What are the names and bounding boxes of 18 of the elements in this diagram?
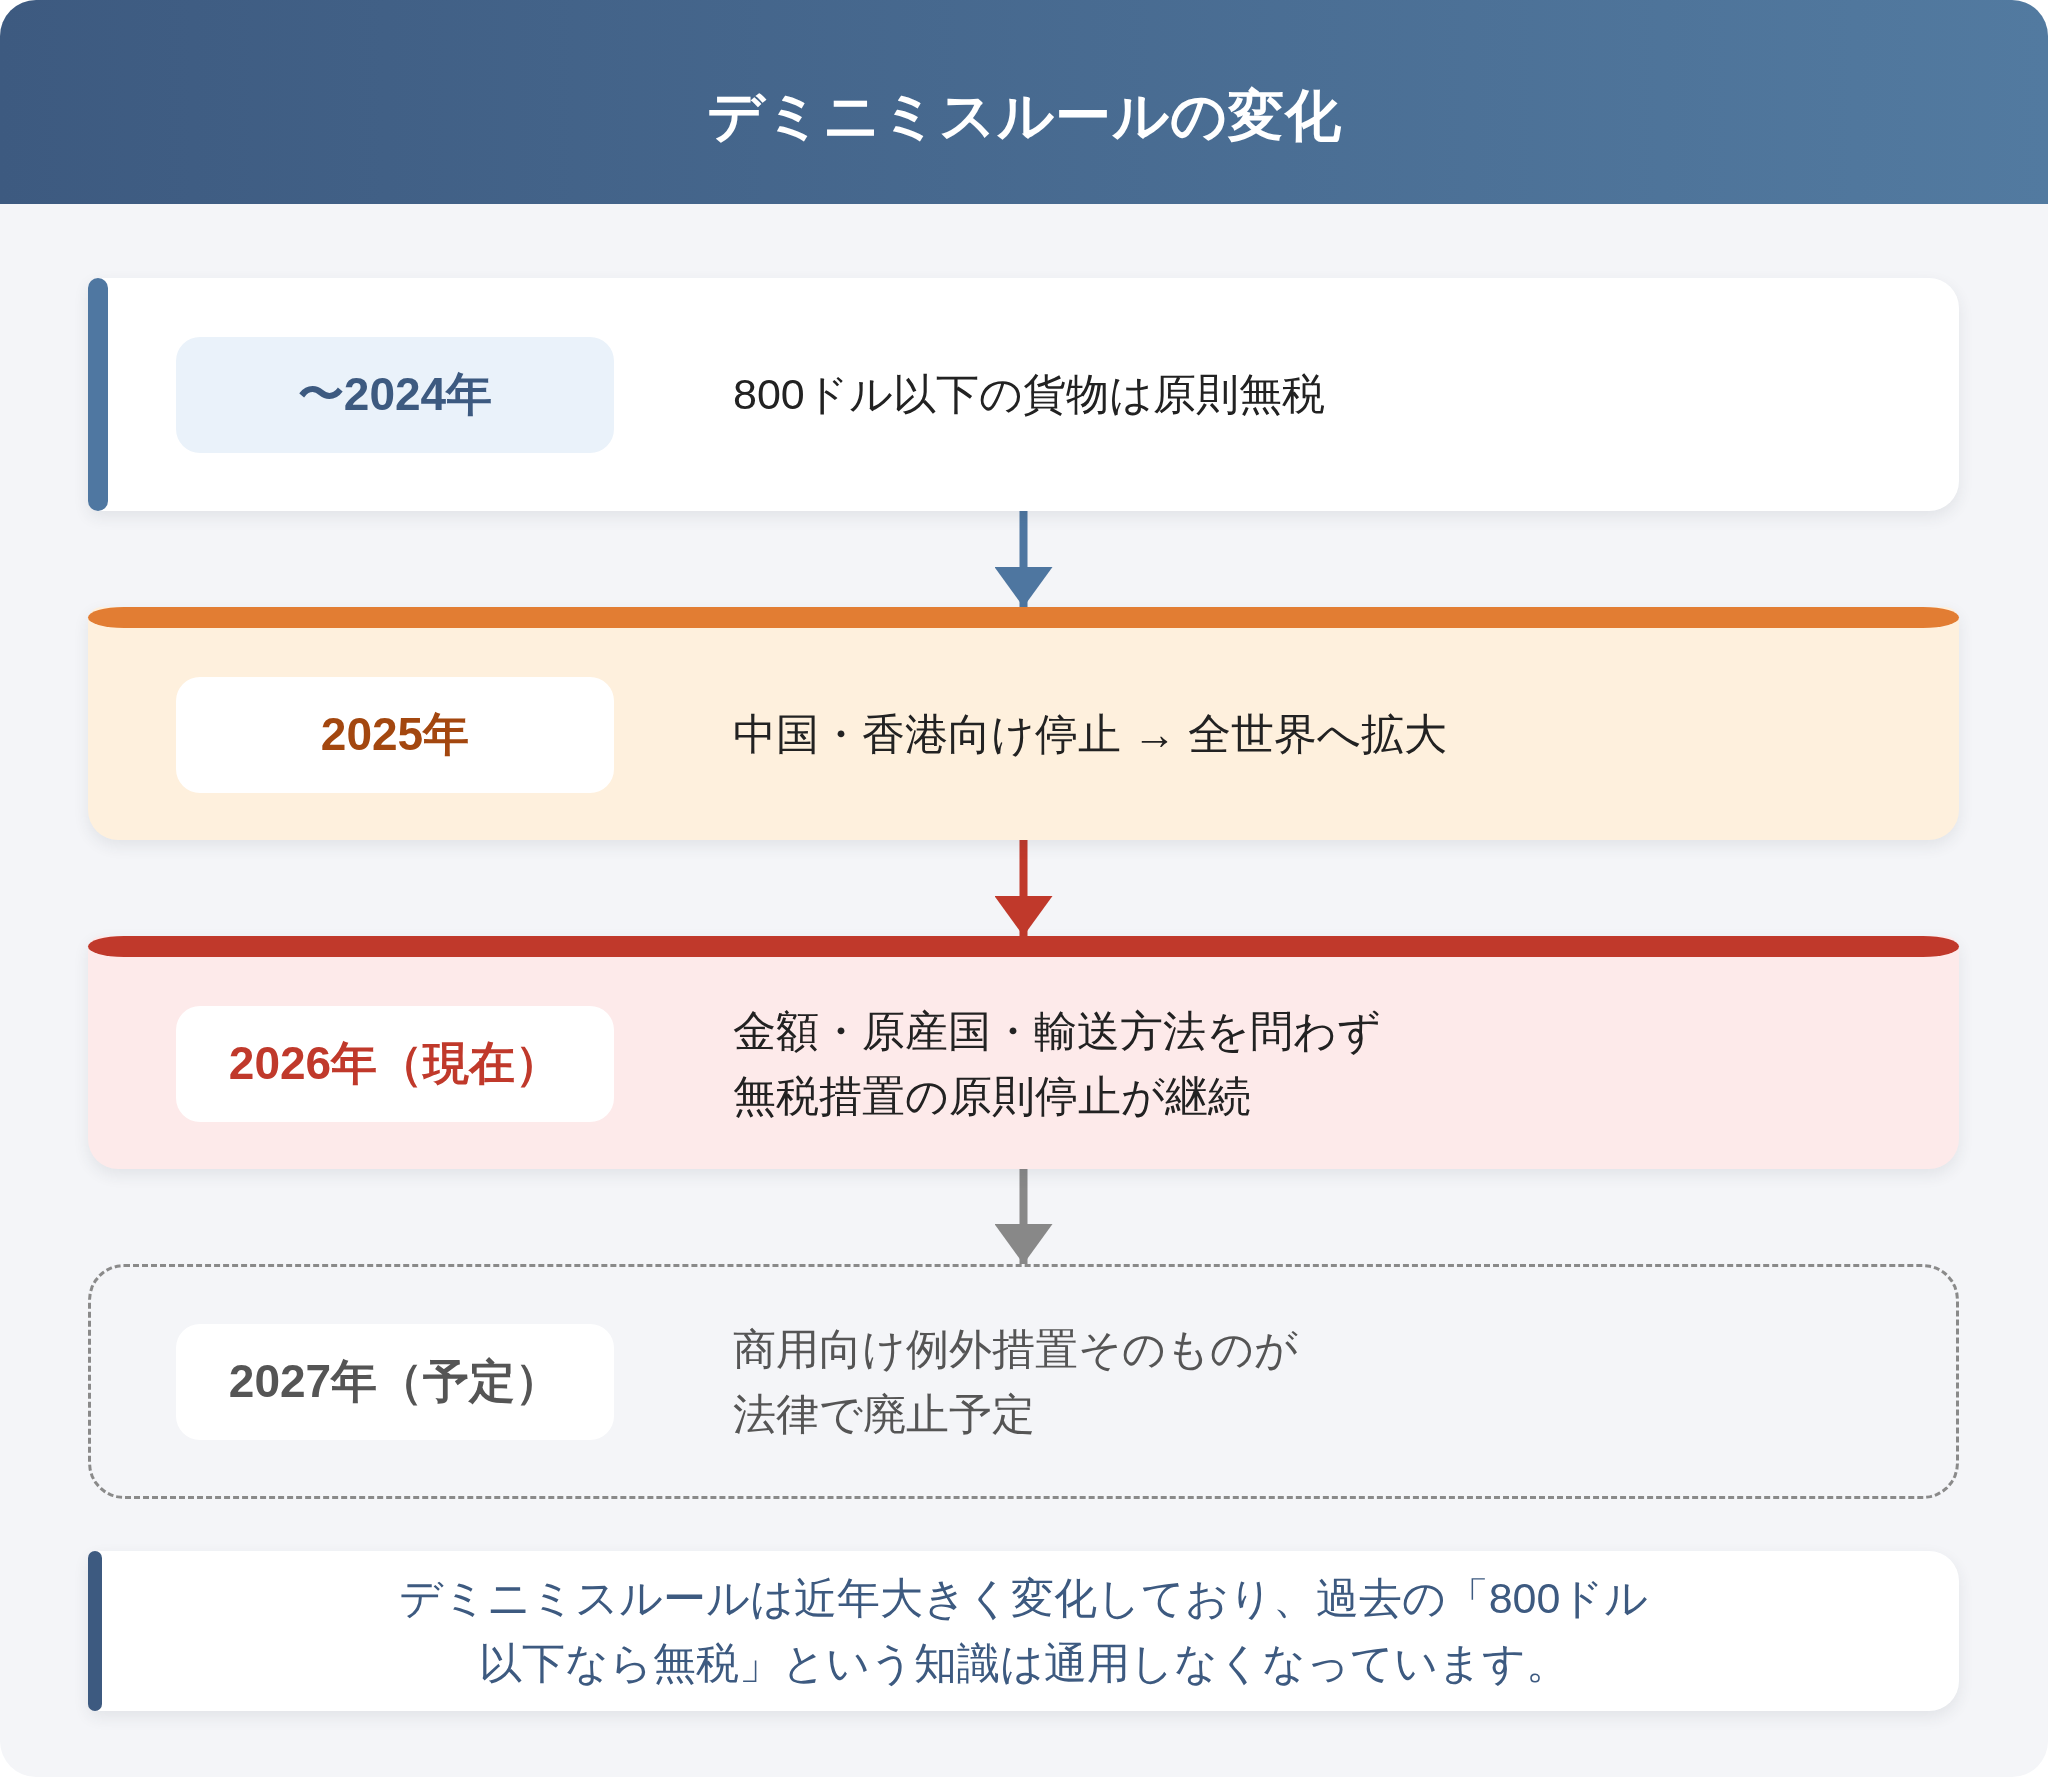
card-text: 800ドル以下の貨物は原則無税	[733, 369, 1325, 420]
year-badge: 2027年（予定）	[176, 1323, 614, 1440]
card-text: 商用向け例外措置そのものが法律で廃止予定	[733, 1323, 1299, 1440]
arrow	[994, 511, 1053, 607]
note-card	[88, 1551, 1959, 1711]
timeline-card	[88, 278, 1959, 511]
card-text: 中国・香港向け停止 → 全世界へ拡大	[733, 709, 1447, 760]
timeline-card	[88, 1264, 1959, 1499]
note-text: デミニミスルールは近年大きく変化しており、過去の「800ドル以下なら無税」という知識は通用しなくなっています。	[398, 1573, 1649, 1689]
title: デミニミスルールの変化	[706, 83, 1342, 150]
timeline-card	[88, 607, 1959, 840]
arrow	[994, 1169, 1053, 1264]
year-badge: 2025年	[176, 676, 614, 793]
year-badge: 2026年（現在）	[176, 1005, 614, 1122]
arrow	[994, 840, 1053, 936]
timeline-card	[88, 936, 1959, 1169]
card-text: 金額・原産国・輸送方法を問わず無税措置の原則停止が継続	[733, 1005, 1382, 1122]
year-badge: 〜2024年	[176, 336, 614, 453]
